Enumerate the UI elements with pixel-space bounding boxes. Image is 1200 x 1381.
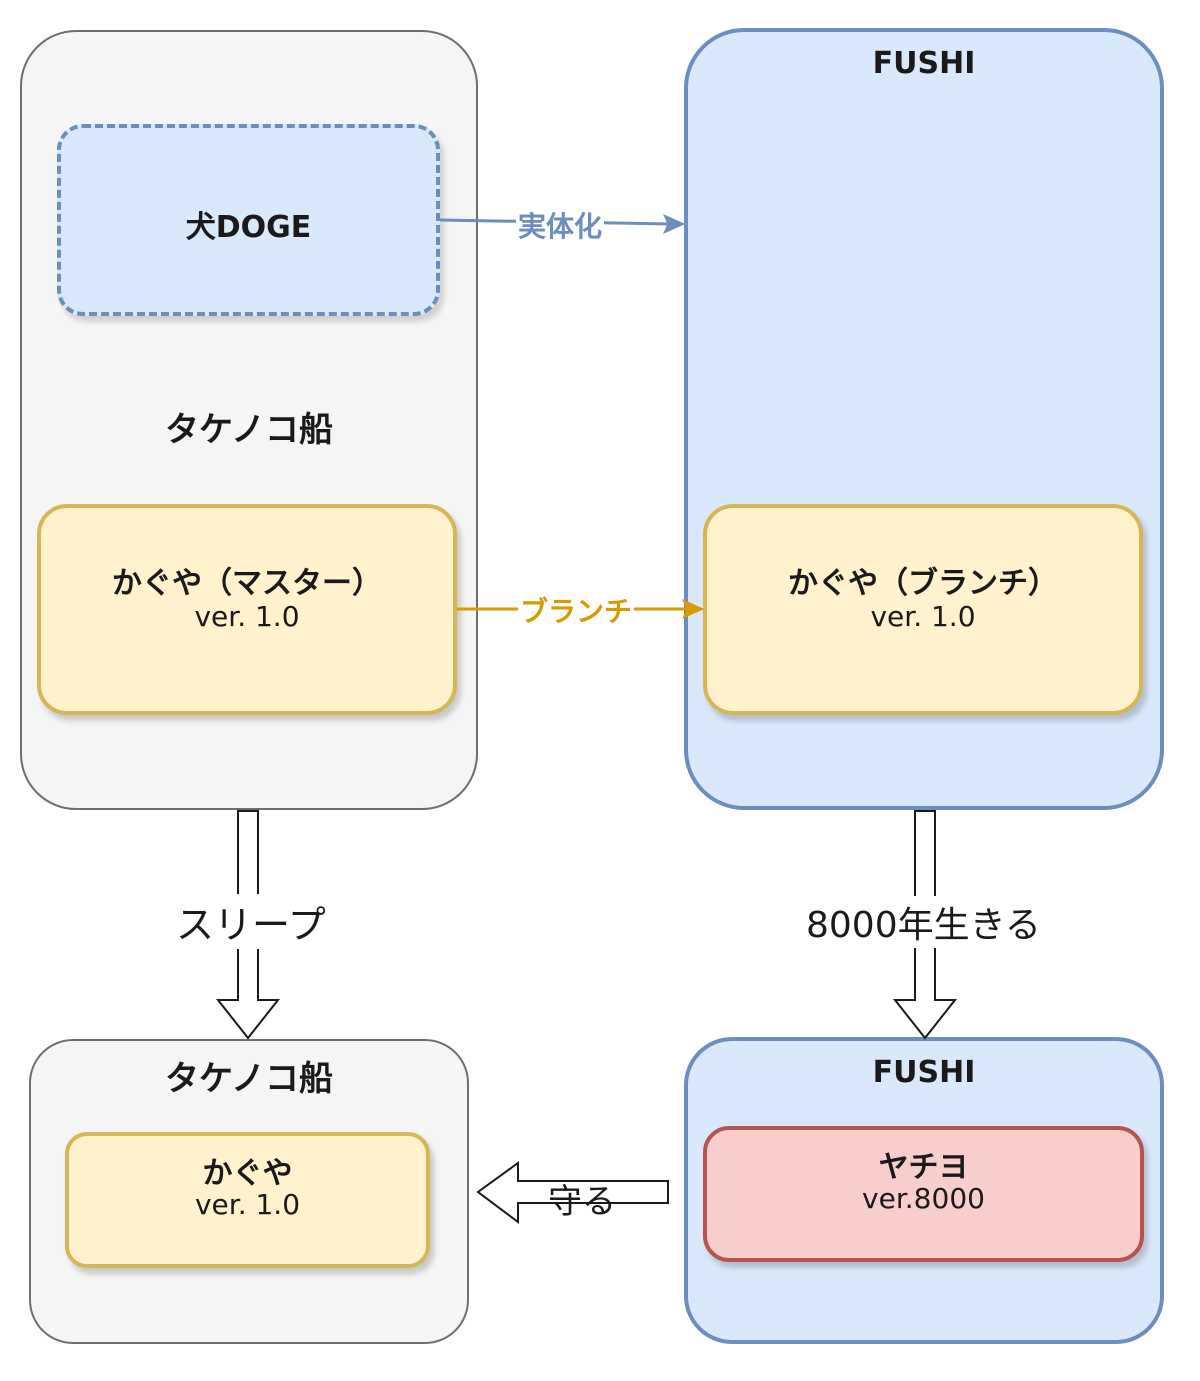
takenoko-ship-label-top: タケノコ船 <box>165 410 333 450</box>
kaguya-bottom-title: かぐや <box>202 1156 293 1191</box>
takenoko-ship-label-bottom: タケノコ船 <box>165 1059 333 1099</box>
live-edge-label: 8000年生きる <box>806 896 1041 948</box>
yachiyo-version: ver.8000 <box>862 1182 985 1215</box>
kaguya-branch-version: ver. 1.0 <box>870 600 976 633</box>
kaguya-bottom-node[interactable]: かぐや ver. 1.0 <box>65 1132 430 1268</box>
yachiyo-node[interactable]: ヤチヨ ver.8000 <box>703 1126 1144 1262</box>
kaguya-master-title: かぐや（マスター） <box>112 566 382 601</box>
kaguya-master-version: ver. 1.0 <box>194 600 300 633</box>
protect-edge-label: 守る <box>548 1182 616 1222</box>
kaguya-bottom-version: ver. 1.0 <box>194 1188 301 1221</box>
kaguya-branch-node[interactable]: かぐや（ブランチ） ver. 1.0 <box>703 504 1143 715</box>
inu-doge-label: 犬DOGE <box>185 210 312 245</box>
fushi-label-bottom: FUSHI <box>872 1055 976 1090</box>
yachiyo-title: ヤチヨ <box>878 1150 969 1185</box>
inu-doge-node[interactable]: 犬DOGE <box>57 124 440 316</box>
protect-arrow <box>476 1161 669 1224</box>
materialize-edge-label: 実体化 <box>516 205 605 245</box>
branch-edge-label: ブランチ <box>518 590 635 630</box>
materialize-arrowhead <box>663 214 686 234</box>
sleep-edge-label: スリープ <box>176 894 326 949</box>
kaguya-master-node[interactable]: かぐや（マスター） ver. 1.0 <box>37 504 457 715</box>
fushi-label-top: FUSHI <box>872 46 976 81</box>
kaguya-branch-title: かぐや（ブランチ） <box>788 566 1058 601</box>
branch-arrowhead <box>682 599 705 619</box>
